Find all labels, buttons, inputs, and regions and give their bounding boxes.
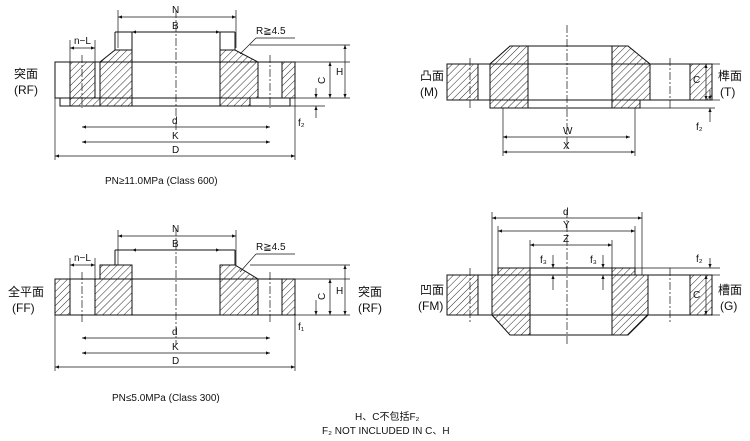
dim-R-label: R≧4.5: [256, 242, 286, 253]
pressure-class-caption: PN≤5.0MPa (Class 300): [112, 393, 220, 404]
face-type-cn: 突面: [14, 66, 38, 81]
footnote-line-1: H、C不包括F₂: [355, 410, 420, 423]
dim-d-label: d: [563, 207, 569, 218]
dim-C-label: C: [317, 77, 328, 84]
pressure-class-caption: PN≥11.0MPa (Class 600): [105, 176, 218, 187]
dim-Z-label: Z: [563, 234, 569, 245]
face-type-cn-right: 突面: [358, 284, 382, 299]
dim-Y-label: Y: [563, 220, 570, 231]
dim-B-label: B: [172, 239, 179, 250]
face-type-cn-left: 凸面: [420, 69, 444, 83]
face-type-cn-right: 榫面: [718, 68, 742, 83]
dim-f3-left-label: f₃: [540, 255, 547, 266]
dim-N-label: N: [172, 224, 179, 235]
dim-R-label: R≧4.5: [256, 26, 286, 37]
dim-H-label: H: [336, 286, 343, 297]
right-hub-hatch: [219, 264, 259, 316]
flange-fm-g-section: [446, 210, 720, 345]
face-type-en-left: (M): [420, 85, 438, 99]
dim-B-label: B: [172, 21, 179, 32]
face-type-en-left: (FF): [12, 301, 35, 315]
left-section-hatch: [69, 61, 101, 107]
right-hub-hatch: [611, 267, 649, 336]
flange-ff-rf-section: [54, 228, 350, 371]
dim-X-label: X: [563, 141, 570, 152]
right-hub-hatch: [219, 49, 259, 107]
dim-f3-right-label: f₃: [590, 255, 597, 266]
bottom-left-labels: N B n−L R≧4.5 C H f₁ d K D 全平面 (FF) 突面 (…: [8, 224, 382, 404]
dim-nL-label: n−L: [74, 36, 91, 47]
footnote-line-2: F₂ NOT INCLUDED IN C、H: [322, 426, 450, 437]
dim-K-label: K: [172, 131, 179, 142]
flange-rf-section-top: [54, 10, 350, 160]
dim-C-label: C: [317, 293, 328, 300]
dim-f2-label: f₂: [696, 254, 703, 265]
bottom-right-labels: d Y Z f₃ f₃ f₂ C 凹面 (FM) 槽面 (G): [418, 207, 742, 313]
dim-C-label: C: [693, 75, 700, 86]
dim-f2-label: f₂: [696, 122, 703, 133]
face-type-en-left: (FM): [418, 299, 443, 313]
face-type-en-right: (RF): [358, 301, 382, 315]
right-hub-hatch: [611, 45, 651, 109]
face-type-cn-right: 槽面: [718, 283, 742, 297]
face-type-en-right: (T): [720, 85, 735, 99]
left-hub-hatch: [491, 267, 531, 336]
face-type-cn-left: 凹面: [420, 283, 444, 297]
tongue-face: [489, 99, 641, 109]
dim-C-label: C: [693, 290, 700, 301]
dim-f2-label: f₂: [298, 118, 305, 129]
face-type-en-right: (G): [720, 299, 737, 313]
dim-nL-label: n−L: [74, 253, 91, 264]
left-hub-hatch: [99, 49, 133, 107]
dim-d-label: d: [172, 116, 178, 127]
flange-disc-outline: [446, 274, 713, 316]
face-type-en: (RF): [14, 83, 38, 97]
dim-H-label: H: [336, 67, 343, 78]
dim-W-label: W: [563, 126, 573, 137]
right-rim-hatch: [281, 61, 296, 99]
flange-mt-section: [446, 25, 720, 156]
dim-f1-label: f₁: [298, 322, 305, 333]
left-hub-hatch: [94, 264, 133, 316]
dim-K-label: K: [172, 342, 179, 353]
radius-leader: [239, 37, 257, 55]
flange-disc-outline: [446, 63, 713, 101]
left-hub-hatch: [489, 45, 529, 109]
flange-disc-outline: [54, 278, 296, 316]
dim-D-label: D: [172, 145, 179, 156]
dim-d-label: d: [172, 327, 178, 338]
dim-N-label: N: [172, 5, 179, 16]
radius-leader: [239, 253, 257, 273]
top-left-labels: N B n−L R≧4.5 C H f₂ d K D 突面 (RF) PN≥11…: [14, 5, 343, 187]
top-right-labels: C f₂ W X 凸面 (M) 榫面 (T): [420, 68, 742, 152]
face-type-cn-left: 全平面: [8, 284, 44, 299]
dim-D-label: D: [172, 356, 179, 367]
